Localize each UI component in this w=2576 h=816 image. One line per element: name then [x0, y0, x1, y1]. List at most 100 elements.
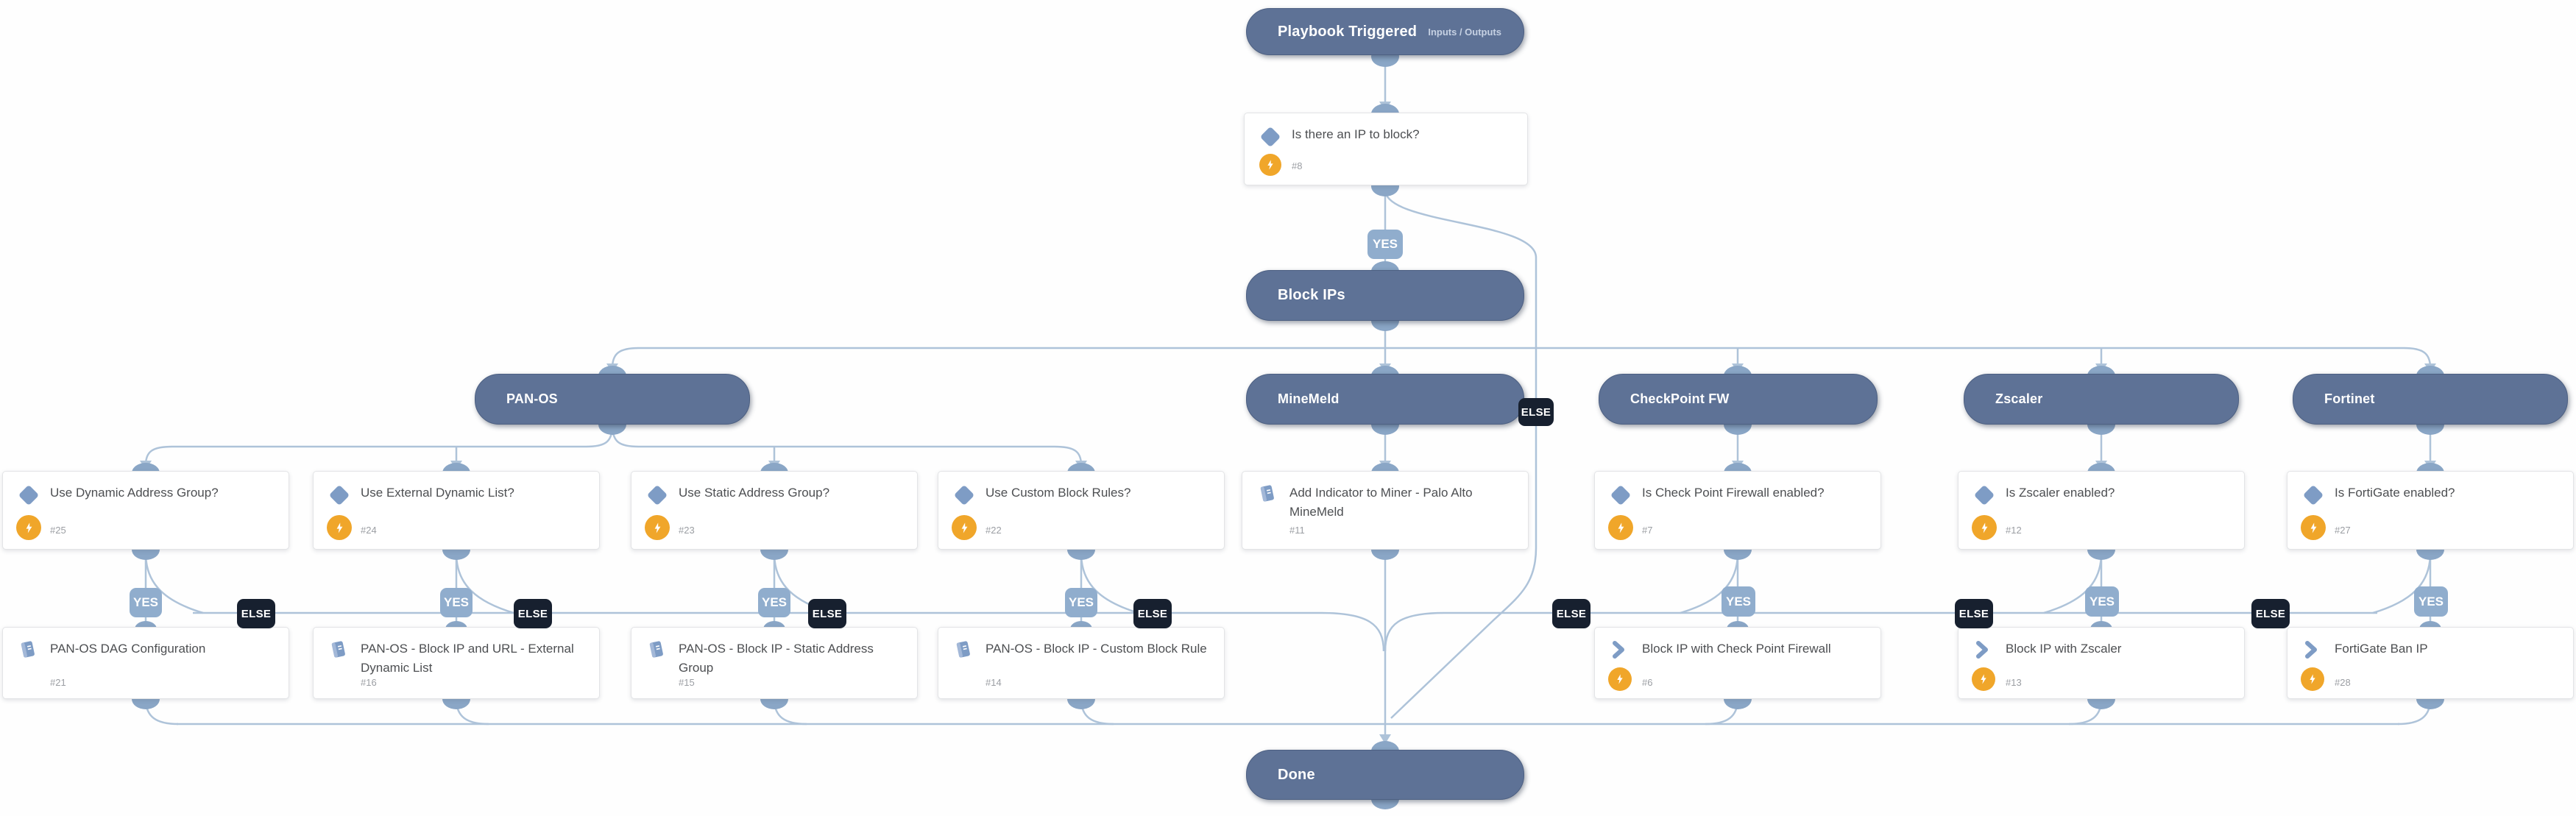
- automation-bolt-icon: [1259, 154, 1281, 176]
- task-pan-os-block-ip-static-group[interactable]: PAN-OS - Block IP - Static Address Group…: [631, 627, 918, 699]
- section-header-fortinet[interactable]: Fortinet: [2293, 374, 2568, 425]
- condition-title: Use Dynamic Address Group?: [50, 486, 219, 500]
- task-id: #11: [1289, 525, 1305, 536]
- task-pan-os-dag-configuration[interactable]: PAN-OS DAG Configuration #21: [2, 627, 289, 699]
- task-id: #25: [50, 525, 66, 536]
- condition-diamond-icon: [1973, 484, 1995, 506]
- task-title: Add Indicator to Miner - Palo Alto MineM…: [1289, 486, 1473, 519]
- task-id: #27: [2335, 525, 2351, 536]
- task-title: PAN-OS DAG Configuration: [50, 642, 206, 656]
- task-id: #7: [1642, 525, 1653, 536]
- condition-title: Is Check Point Firewall enabled?: [1642, 486, 1825, 500]
- task-id: #16: [361, 677, 377, 688]
- condition-use-dynamic-address-group[interactable]: Use Dynamic Address Group? #25: [2, 471, 289, 550]
- playbook-triggered-node[interactable]: Playbook Triggered Inputs / Outputs: [1246, 8, 1524, 55]
- else-branch-badge: ELSE: [1518, 398, 1554, 426]
- block-ips-label: Block IPs: [1278, 287, 1345, 303]
- task-id: #15: [679, 677, 695, 688]
- condition-diamond-icon: [328, 484, 350, 506]
- automation-bolt-icon: [327, 515, 352, 540]
- condition-is-zscaler-enabled[interactable]: Is Zscaler enabled? #12: [1958, 471, 2245, 550]
- else-branch-badge: ELSE: [514, 599, 552, 628]
- automation-bolt-icon: [1972, 515, 1997, 540]
- automation-bolt-icon: [2301, 667, 2324, 691]
- chevron-task-icon: [1610, 641, 1632, 663]
- automation-bolt-icon: [1608, 515, 1633, 540]
- task-id: #23: [679, 525, 695, 536]
- condition-title: Use External Dynamic List?: [361, 486, 514, 500]
- condition-diamond-icon: [2302, 484, 2324, 506]
- automation-bolt-icon: [1972, 667, 1995, 691]
- task-title: FortiGate Ban IP: [2335, 642, 2428, 656]
- condition-title: Is there an IP to block?: [1292, 127, 1420, 141]
- else-branch-badge: ELSE: [1955, 599, 1993, 628]
- task-id: #14: [986, 677, 1002, 688]
- condition-diamond-icon: [1610, 484, 1632, 506]
- task-pan-os-block-ip-custom-rule[interactable]: PAN-OS - Block IP - Custom Block Rule #1…: [938, 627, 1225, 699]
- done-node[interactable]: Done: [1246, 750, 1524, 800]
- condition-diamond-icon: [18, 484, 40, 506]
- task-id: #6: [1642, 677, 1653, 688]
- yes-branch-badge: YES: [2414, 586, 2448, 617]
- else-branch-badge: ELSE: [808, 599, 846, 628]
- task-title: PAN-OS - Block IP and URL - External Dyn…: [361, 642, 574, 675]
- section-header-zscaler[interactable]: Zscaler: [1964, 374, 2239, 425]
- playbook-book-icon: [1257, 483, 1279, 505]
- condition-title: Use Static Address Group?: [679, 486, 830, 500]
- task-fortigate-ban-ip[interactable]: FortiGate Ban IP #28: [2287, 627, 2574, 699]
- automation-bolt-icon: [1608, 667, 1632, 691]
- block-ips-header[interactable]: Block IPs: [1246, 270, 1524, 321]
- task-title: PAN-OS - Block IP - Static Address Group: [679, 642, 874, 675]
- section-label: CheckPoint FW: [1630, 391, 1730, 406]
- condition-use-external-dynamic-list[interactable]: Use External Dynamic List? #24: [313, 471, 600, 550]
- chevron-task-icon: [1973, 641, 1995, 663]
- inputs-outputs-link[interactable]: Inputs / Outputs: [1428, 26, 1501, 38]
- yes-branch-badge: YES: [1367, 230, 1403, 259]
- else-branch-badge: ELSE: [237, 599, 275, 628]
- section-label: PAN-OS: [506, 391, 558, 406]
- automation-bolt-icon: [952, 515, 977, 540]
- condition-title: Use Custom Block Rules?: [986, 486, 1131, 500]
- task-pan-os-block-ip-url-edl[interactable]: PAN-OS - Block IP and URL - External Dyn…: [313, 627, 600, 699]
- yes-branch-badge: YES: [1065, 588, 1097, 617]
- else-branch-badge: ELSE: [1133, 599, 1172, 628]
- condition-use-static-address-group[interactable]: Use Static Address Group? #23: [631, 471, 918, 550]
- task-block-ip-with-checkpoint[interactable]: Block IP with Check Point Firewall #6: [1594, 627, 1881, 699]
- condition-diamond-icon: [953, 484, 975, 506]
- section-label: Zscaler: [1995, 391, 2043, 406]
- condition-title: Is Zscaler enabled?: [2006, 486, 2115, 500]
- condition-is-there-ip-to-block[interactable]: Is there an IP to block? #8: [1244, 113, 1528, 185]
- condition-is-fortigate-enabled[interactable]: Is FortiGate enabled? #27: [2287, 471, 2574, 550]
- condition-use-custom-block-rules[interactable]: Use Custom Block Rules? #22: [938, 471, 1225, 550]
- playbook-book-icon: [18, 639, 40, 661]
- section-header-minemeld[interactable]: MineMeld: [1246, 374, 1524, 425]
- yes-branch-badge: YES: [440, 588, 473, 617]
- chevron-task-icon: [2302, 641, 2324, 663]
- task-block-ip-with-zscaler[interactable]: Block IP with Zscaler #13: [1958, 627, 2245, 699]
- task-id: #13: [2006, 677, 2022, 688]
- section-header-checkpoint-fw[interactable]: CheckPoint FW: [1599, 374, 1878, 425]
- condition-is-checkpoint-enabled[interactable]: Is Check Point Firewall enabled? #7: [1594, 471, 1881, 550]
- playbook-triggered-label: Playbook Triggered: [1278, 23, 1418, 40]
- automation-bolt-icon: [2301, 515, 2326, 540]
- playbook-book-icon: [328, 639, 350, 661]
- automation-bolt-icon: [16, 515, 41, 540]
- task-id: #8: [1292, 160, 1303, 171]
- playbook-book-icon: [953, 639, 975, 661]
- section-label: MineMeld: [1278, 391, 1340, 406]
- else-branch-badge: ELSE: [1552, 599, 1590, 628]
- yes-branch-badge: YES: [130, 588, 162, 617]
- playbook-book-icon: [646, 639, 668, 661]
- section-label: Fortinet: [2324, 391, 2375, 406]
- task-add-indicator-to-miner[interactable]: Add Indicator to Miner - Palo Alto MineM…: [1242, 471, 1529, 550]
- task-id: #12: [2006, 525, 2022, 536]
- section-header-pan-os[interactable]: PAN-OS: [475, 374, 750, 425]
- task-title: Block IP with Zscaler: [2006, 642, 2122, 656]
- else-branch-badge: ELSE: [2251, 599, 2290, 628]
- task-id: #28: [2335, 677, 2351, 688]
- condition-diamond-icon: [646, 484, 668, 506]
- condition-diamond-icon: [1259, 126, 1281, 148]
- yes-branch-badge: YES: [2085, 586, 2119, 617]
- condition-title: Is FortiGate enabled?: [2335, 486, 2455, 500]
